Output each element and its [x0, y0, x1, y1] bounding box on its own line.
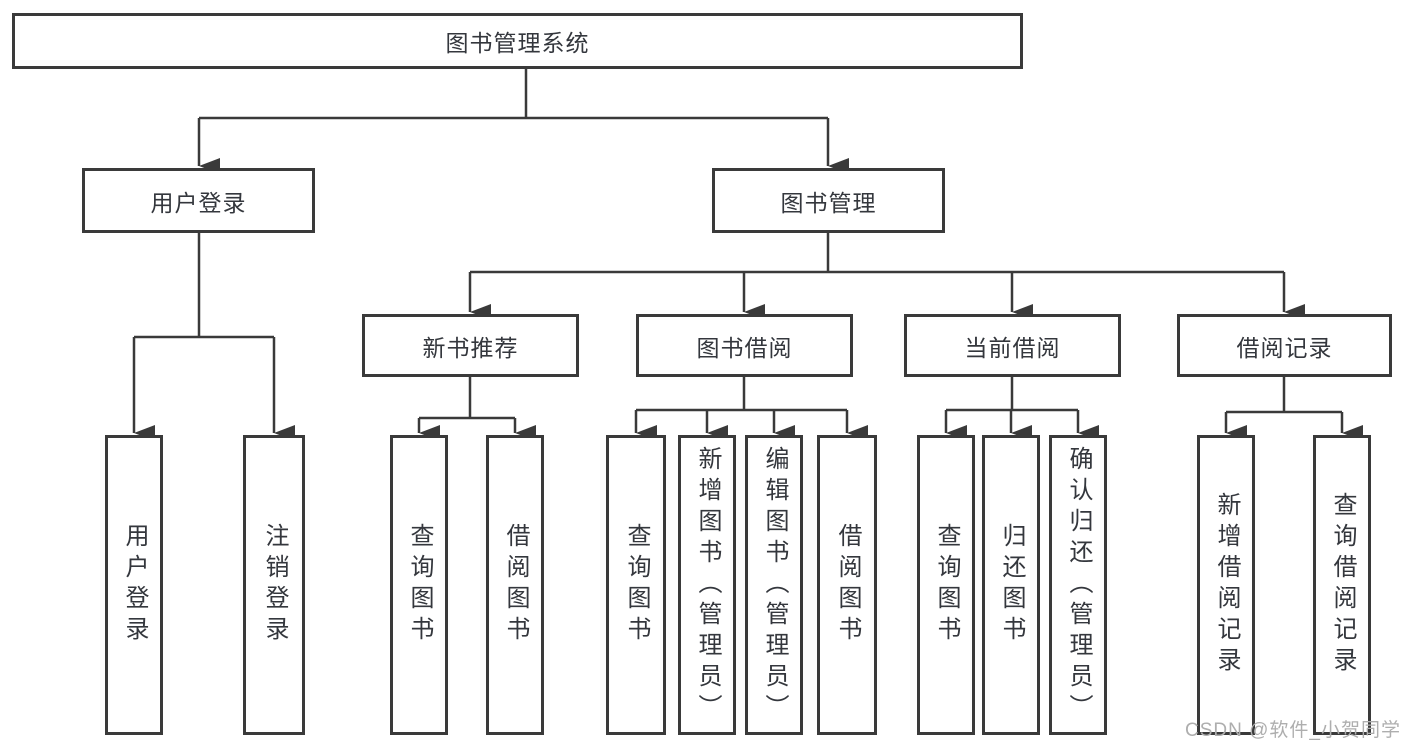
node-label: 查询借阅记录 — [1329, 492, 1356, 678]
node-library-management-system: 图书管理系统 — [12, 13, 1023, 69]
node-user-login: 用户登录 — [82, 168, 315, 233]
node-book-borrowing: 图书借阅 — [636, 314, 853, 377]
node-label: 注销登录 — [261, 523, 288, 647]
node-leaf-query-borrow-record: 查询借阅记录 — [1313, 435, 1371, 735]
node-leaf-confirm-return-admin: 确认归还（管理员） — [1049, 435, 1107, 735]
node-label: 查询图书 — [933, 523, 960, 647]
node-borrowing-records: 借阅记录 — [1177, 314, 1392, 377]
node-leaf-query-books: 查询图书 — [606, 435, 666, 735]
node-label: 当前借阅 — [964, 334, 1061, 361]
node-label: 图书管理系统 — [445, 30, 590, 56]
node-label: 新增图书（管理员） — [694, 445, 721, 725]
node-leaf-add-books-admin: 新增图书（管理员） — [678, 435, 736, 735]
node-leaf-query-books: 查询图书 — [390, 435, 448, 735]
node-new-book-recommendation: 新书推荐 — [362, 314, 579, 377]
node-label: 借阅图书 — [834, 523, 861, 647]
node-leaf-return-books: 归还图书 — [982, 435, 1040, 735]
node-leaf-borrow-books: 借阅图书 — [486, 435, 544, 735]
node-label: 查询图书 — [406, 523, 433, 647]
node-leaf-logout: 注销登录 — [243, 435, 305, 735]
node-label: 图书管理 — [780, 189, 877, 216]
node-label: 编辑图书（管理员） — [761, 445, 788, 725]
node-leaf-add-borrow-record: 新增借阅记录 — [1197, 435, 1255, 735]
node-label: 归还图书 — [998, 523, 1025, 647]
node-current-borrowing: 当前借阅 — [904, 314, 1121, 377]
node-leaf-borrow-books: 借阅图书 — [817, 435, 877, 735]
node-label: 图书借阅 — [696, 334, 793, 361]
node-label: 确认归还（管理员） — [1065, 445, 1092, 725]
node-label: 用户登录 — [121, 523, 148, 647]
connector-currentborrow-children — [944, 377, 1099, 441]
node-leaf-edit-books-admin: 编辑图书（管理员） — [745, 435, 803, 735]
node-leaf-user-login: 用户登录 — [105, 435, 163, 735]
connector-bookmgmt-to-level3 — [468, 233, 1305, 320]
node-leaf-query-books: 查询图书 — [917, 435, 975, 735]
node-label: 查询图书 — [623, 523, 650, 647]
connector-borrowrecords-children — [1224, 377, 1363, 441]
node-label: 用户登录 — [150, 189, 247, 216]
connector-newbooks-children — [417, 377, 536, 441]
node-book-management: 图书管理 — [712, 168, 945, 233]
csdn-watermark: CSDN @软件_小贺同学 — [1185, 720, 1401, 741]
node-label: 新增借阅记录 — [1213, 492, 1240, 678]
node-label: 借阅记录 — [1236, 334, 1333, 361]
connector-userlogin-children — [132, 233, 295, 441]
node-label: 新书推荐 — [422, 334, 519, 361]
node-label: 借阅图书 — [502, 523, 529, 647]
connector-bookborrow-children — [634, 377, 868, 441]
connector-root-to-level2 — [197, 69, 849, 174]
